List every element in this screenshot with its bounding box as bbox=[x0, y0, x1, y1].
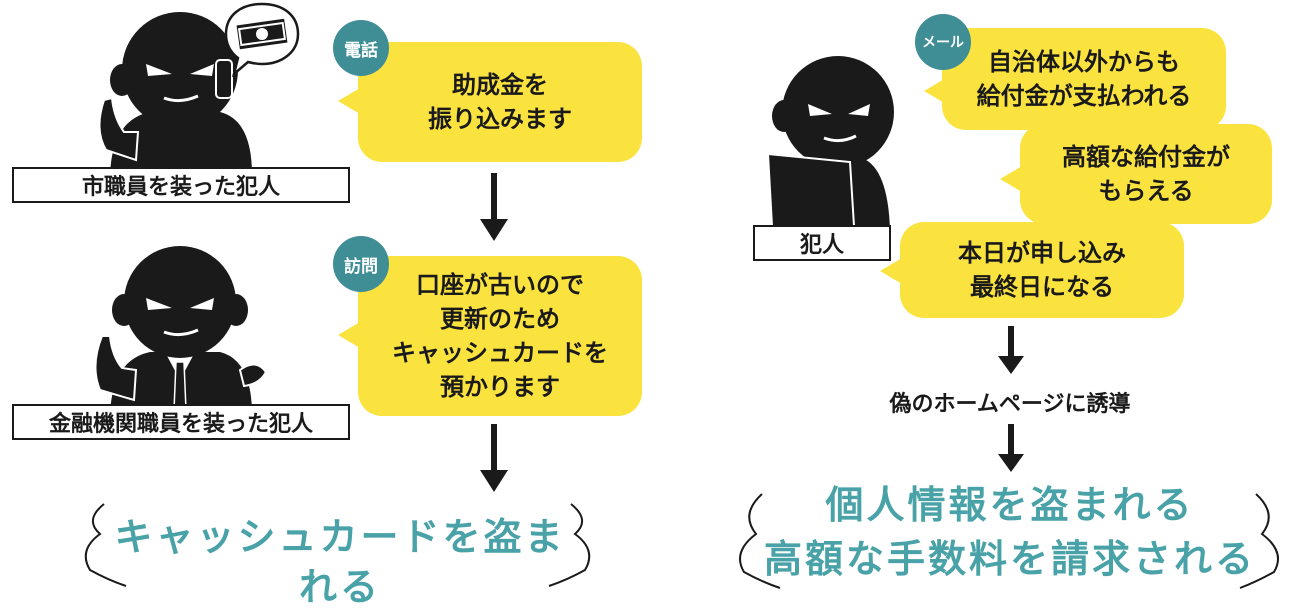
result-personal-info-stolen: 個人情報を盗まれる bbox=[825, 483, 1195, 527]
bubble-line: 自治体以外からも bbox=[988, 48, 1180, 76]
villain-bank-label: 金融機関職員を装った犯人 bbox=[12, 404, 350, 440]
speech-bubble-benefit: 自治体以外からも 給付金が支払われる bbox=[942, 28, 1226, 130]
arrow-down-icon bbox=[480, 173, 508, 241]
bubble-line: 振り込みます bbox=[428, 105, 572, 133]
bubble-tail bbox=[338, 322, 360, 348]
badge-email: メール bbox=[915, 14, 971, 70]
emphasis-bracket-left bbox=[739, 493, 781, 589]
bubble-line: 高額な給付金が bbox=[1062, 143, 1230, 171]
villain-email-label: 犯人 bbox=[753, 225, 891, 261]
villain-bank-figure bbox=[94, 246, 268, 418]
bubble-line: キャッシュカードを bbox=[392, 339, 608, 367]
bubble-line: 更新のため bbox=[440, 305, 560, 333]
badge-phone: 電話 bbox=[333, 20, 389, 76]
bubble-line: 口座が古いので bbox=[416, 271, 584, 299]
speech-bubble-grant: 助成金を 振り込みます bbox=[358, 42, 642, 162]
emphasis-bracket-right bbox=[548, 503, 591, 587]
bubble-line: 助成金を bbox=[452, 71, 548, 99]
badge-visit: 訪問 bbox=[333, 236, 389, 292]
bubble-tail bbox=[924, 78, 946, 104]
speech-bubble-deadline: 本日が申し込み 最終日になる bbox=[900, 222, 1184, 318]
bubble-line: もらえる bbox=[1098, 177, 1194, 205]
arrow-down-icon bbox=[998, 326, 1024, 374]
result-card-stolen: キャッシュカードを盗まれる bbox=[114, 515, 566, 609]
emphasis-bracket-right bbox=[1239, 493, 1279, 589]
arrow-down-icon bbox=[480, 424, 508, 492]
bubble-line: 本日が申し込み bbox=[958, 239, 1126, 267]
bubble-tail bbox=[1000, 166, 1022, 192]
emphasis-bracket-left bbox=[84, 503, 127, 587]
arrow-down-icon bbox=[998, 424, 1024, 472]
result-high-fee-charged: 高額な手数料を請求される bbox=[763, 537, 1256, 581]
money-thought-icon bbox=[224, 2, 300, 78]
bubble-line: 給付金が支払われる bbox=[976, 82, 1192, 110]
step-fake-homepage: 偽のホームページに誘導 bbox=[889, 392, 1131, 417]
villain-phone-label: 市職員を装った犯人 bbox=[12, 167, 350, 203]
villain-phone-figure bbox=[98, 12, 252, 175]
bubble-line: 最終日になる bbox=[970, 273, 1114, 301]
speech-bubble-high-amount: 高額な給付金が もらえる bbox=[1020, 124, 1272, 224]
bubble-tail bbox=[338, 88, 360, 114]
bubble-line: 預かります bbox=[440, 373, 560, 401]
laptop-icon bbox=[766, 152, 856, 227]
speech-bubble-card: 口座が古いので 更新のため キャッシュカードを 預かります bbox=[358, 256, 642, 416]
bubble-tail bbox=[880, 258, 902, 284]
